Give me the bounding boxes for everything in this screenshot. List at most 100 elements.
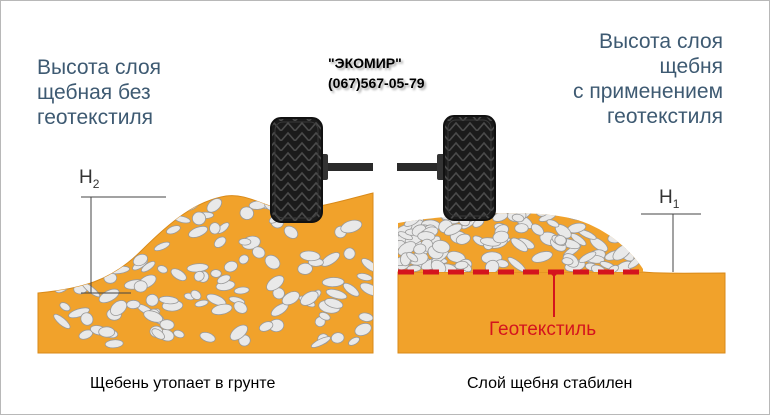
gravel-stone [157,209,171,221]
gravel-stone [98,326,116,338]
gravel-stone [86,256,107,271]
left-title: Высота слоя щебная без геотекстиля [37,55,161,130]
gravel-stone [86,261,103,275]
gravel-stone [166,225,181,235]
gravel-stone [348,336,360,346]
gravel-stone [342,282,360,297]
gravel-stone [238,238,252,246]
gravel-stone [57,215,76,224]
gravel-stone [76,210,99,222]
gravel-stone [492,213,509,222]
right-tire-icon [443,115,496,221]
gravel-stone [153,193,166,201]
gravel-stone [133,280,148,293]
left-title-line: щебная без [37,81,151,104]
gravel-stone [111,249,129,263]
gravel-stone [66,242,88,255]
gravel-stone [510,237,528,253]
gravel-stone [90,214,105,223]
gravel-stone [535,213,548,217]
right-title-line: с применением [573,80,723,103]
gravel-stone [299,250,321,262]
gravel-stone [98,288,120,304]
gravel-stone [126,299,141,310]
brand-block: "ЭКОМИР" (067)567-05-79 [328,53,425,93]
gravel-stone [164,197,182,209]
gravel-stone [106,229,120,238]
gravel-stone [91,233,105,245]
gravel-stone [173,329,185,339]
gravel-stone [361,258,373,273]
gravel-stone [98,193,113,201]
gravel-stone [632,235,643,244]
gravel-stone [53,313,71,329]
gravel-stone [132,253,148,267]
brand-name: "ЭКОМИР" [328,55,402,71]
gravel-stone [74,205,89,216]
gravel-stone [632,237,643,245]
gravel-stone [210,269,222,278]
gravel-stone [297,262,313,275]
gravel-stone [454,260,469,270]
left-height-symbol: H [79,167,93,188]
gravel-stone [170,268,187,282]
gravel-stone [530,223,545,236]
gravel-stone [283,225,299,239]
gravel-stone [321,277,345,288]
gravel-stone [546,219,560,228]
gravel-stone [128,220,149,237]
gravel-stone [356,273,373,281]
gravel-stone [238,254,250,265]
gravel-stone [124,223,144,235]
right-gravel [398,213,643,272]
left-title-line: геотекстиля [37,106,154,129]
left-title-line: Высота слоя [37,56,161,79]
right-soil [397,271,726,354]
gravel-stone [145,293,159,307]
brand-phone: (067)567-05-79 [328,75,425,91]
gravel-stone [233,301,248,314]
gravel-stone [211,303,233,316]
gravel-stone [56,222,80,230]
gravel-stone [258,321,274,332]
gravel-stone [206,198,223,213]
gravel-stone [607,213,620,222]
gravel-stone [80,312,94,326]
gravel-stone [157,265,168,274]
gravel-stone [159,319,175,331]
geotextile-pointer-dot [551,270,557,276]
gravel-stone [192,211,206,226]
gravel-stone [199,331,216,343]
gravel-stone [104,339,124,349]
gravel-stone [55,220,69,233]
gravel-stone [97,232,112,242]
right-title-line: геотекстиля [606,105,723,128]
gravel-stone [330,332,345,344]
gravel-stone [300,290,319,306]
gravel-stone [444,223,463,236]
left-tire-icon [270,117,323,223]
gravel-stone [113,233,125,243]
gravel-stone [625,217,643,230]
gravel-stone [324,298,344,309]
gravel-stone [93,219,114,232]
gravel-stone [628,226,643,237]
gravel-stone [110,300,128,316]
gravel-stone [143,310,164,323]
gravel-stone [184,193,197,198]
gravel-stone [128,205,147,214]
gravel-stone [340,219,363,234]
gravel-stone [223,260,238,273]
gravel-stone [233,286,250,295]
gravel-stone [561,257,574,266]
gravel-stone [252,246,266,259]
gravel-stone [432,239,451,254]
right-height-symbol: H [659,187,673,208]
gravel-stone [239,206,254,220]
gravel-stone [622,220,633,229]
gravel-stone [511,213,525,223]
gravel-stone [158,295,179,305]
gravel-stone [410,213,430,219]
